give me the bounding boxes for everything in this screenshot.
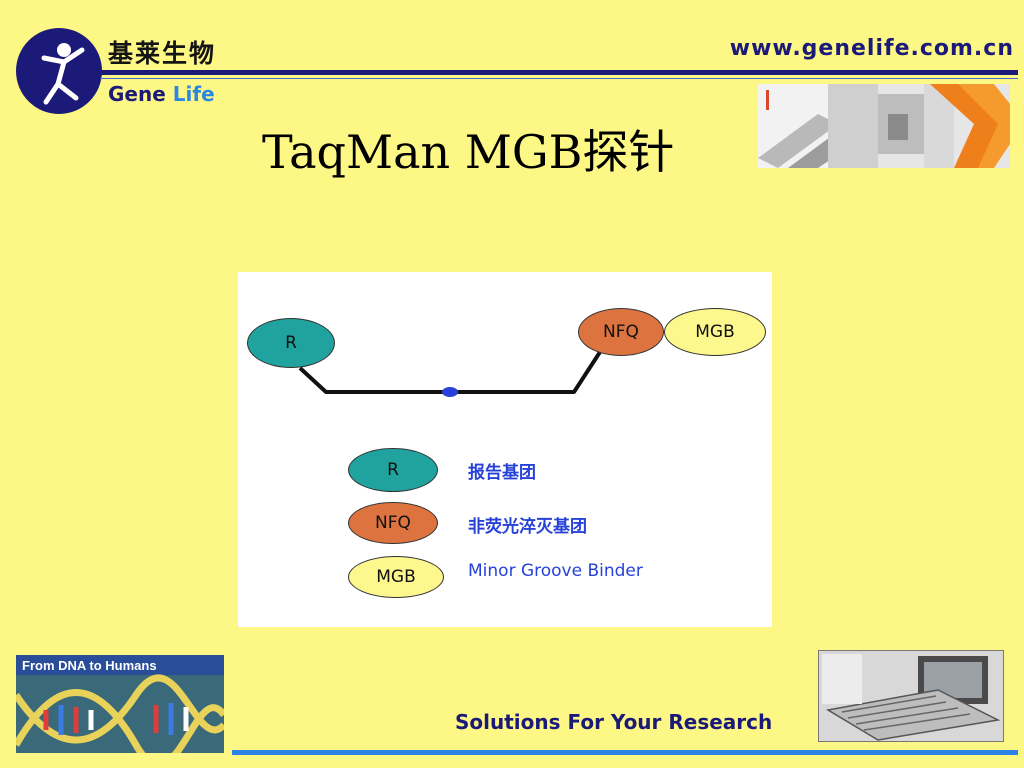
quencher-node: NFQ [578,308,664,356]
brand-word-life: Life [172,82,215,106]
footer-divider [232,750,1018,755]
legend-text-reporter: 报告基团 [468,463,536,483]
probe-midpoint-marker [442,387,458,397]
banner-text: From DNA to Humans [22,658,157,673]
legend-symbol-reporter: R [348,448,438,492]
legend-text-mgb: Minor Groove Binder [468,561,643,581]
probe-backbone-line [298,350,602,397]
legend-symbol-mgb: MGB [348,556,444,598]
probe-diagram: R NFQ MGB R 报告基团 NFQ 非荧光淬灭基团 MGB Minor G… [238,272,772,627]
header-divider [100,70,1018,75]
mgb-node: MGB [664,308,766,356]
company-logo [16,28,102,114]
legend-text-quencher: 非荧光淬灭基团 [468,517,587,537]
brand-word-gene: Gene [108,82,166,106]
slide-title: TaqMan MGB探针 [262,125,675,179]
reporter-node: R [247,318,335,368]
footer-tagline: Solutions For Your Research [455,710,773,734]
website-url: www.genelife.com.cn [729,36,1014,61]
lab-equipment-image [758,84,1010,168]
dna-banner-image: From DNA to Humans [12,655,227,768]
header-divider-thin [100,78,1018,79]
brand-name-chinese: 基莱生物 [108,39,217,68]
legend-symbol-quencher: NFQ [348,502,438,544]
brand-name-english: Gene Life [108,82,215,106]
runner-figure-icon [41,43,85,105]
computer-keyboard-image [817,649,1005,743]
